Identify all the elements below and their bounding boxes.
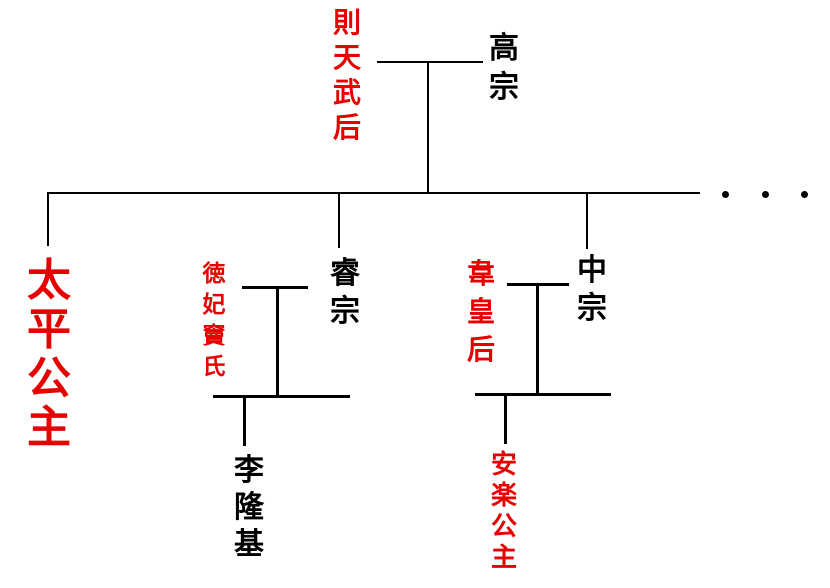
marriage-line-wuzetian-gaozong (377, 61, 483, 63)
drop-line-taiping (47, 192, 49, 246)
descent-line-zhongzong-couple (536, 283, 539, 396)
node-emperor-zhongzong: 中宗 (577, 254, 607, 325)
node-princess-taiping: 太平公主 (27, 256, 71, 452)
descent-line-top-couple (427, 61, 429, 193)
marriage-line-douconsort-ruizong (242, 286, 308, 289)
descent-line-ruizong-couple (276, 286, 279, 398)
drop-line-ruizong (338, 192, 340, 248)
node-empress-wu-zetian: 則天武后 (332, 7, 361, 143)
node-consort-dou: 徳妃竇氏 (202, 260, 226, 379)
ellipsis-dot (722, 191, 729, 198)
node-li-longji: 李隆基 (234, 454, 264, 561)
children-bar-zhongzong (475, 393, 611, 396)
node-emperor-ruizong: 睿宗 (330, 257, 360, 328)
node-empress-wei: 韋皇后 (466, 258, 495, 365)
ellipsis-dot (762, 191, 769, 198)
drop-line-zhongzong (586, 192, 588, 249)
drop-line-lilongji (243, 395, 246, 446)
sibling-bar-main (47, 192, 700, 194)
node-princess-anle: 安楽公主 (490, 449, 517, 572)
node-emperor-gaozong: 高宗 (489, 32, 519, 104)
ellipsis-dot (801, 191, 808, 198)
children-bar-ruizong (213, 395, 350, 398)
drop-line-anle (504, 393, 507, 444)
